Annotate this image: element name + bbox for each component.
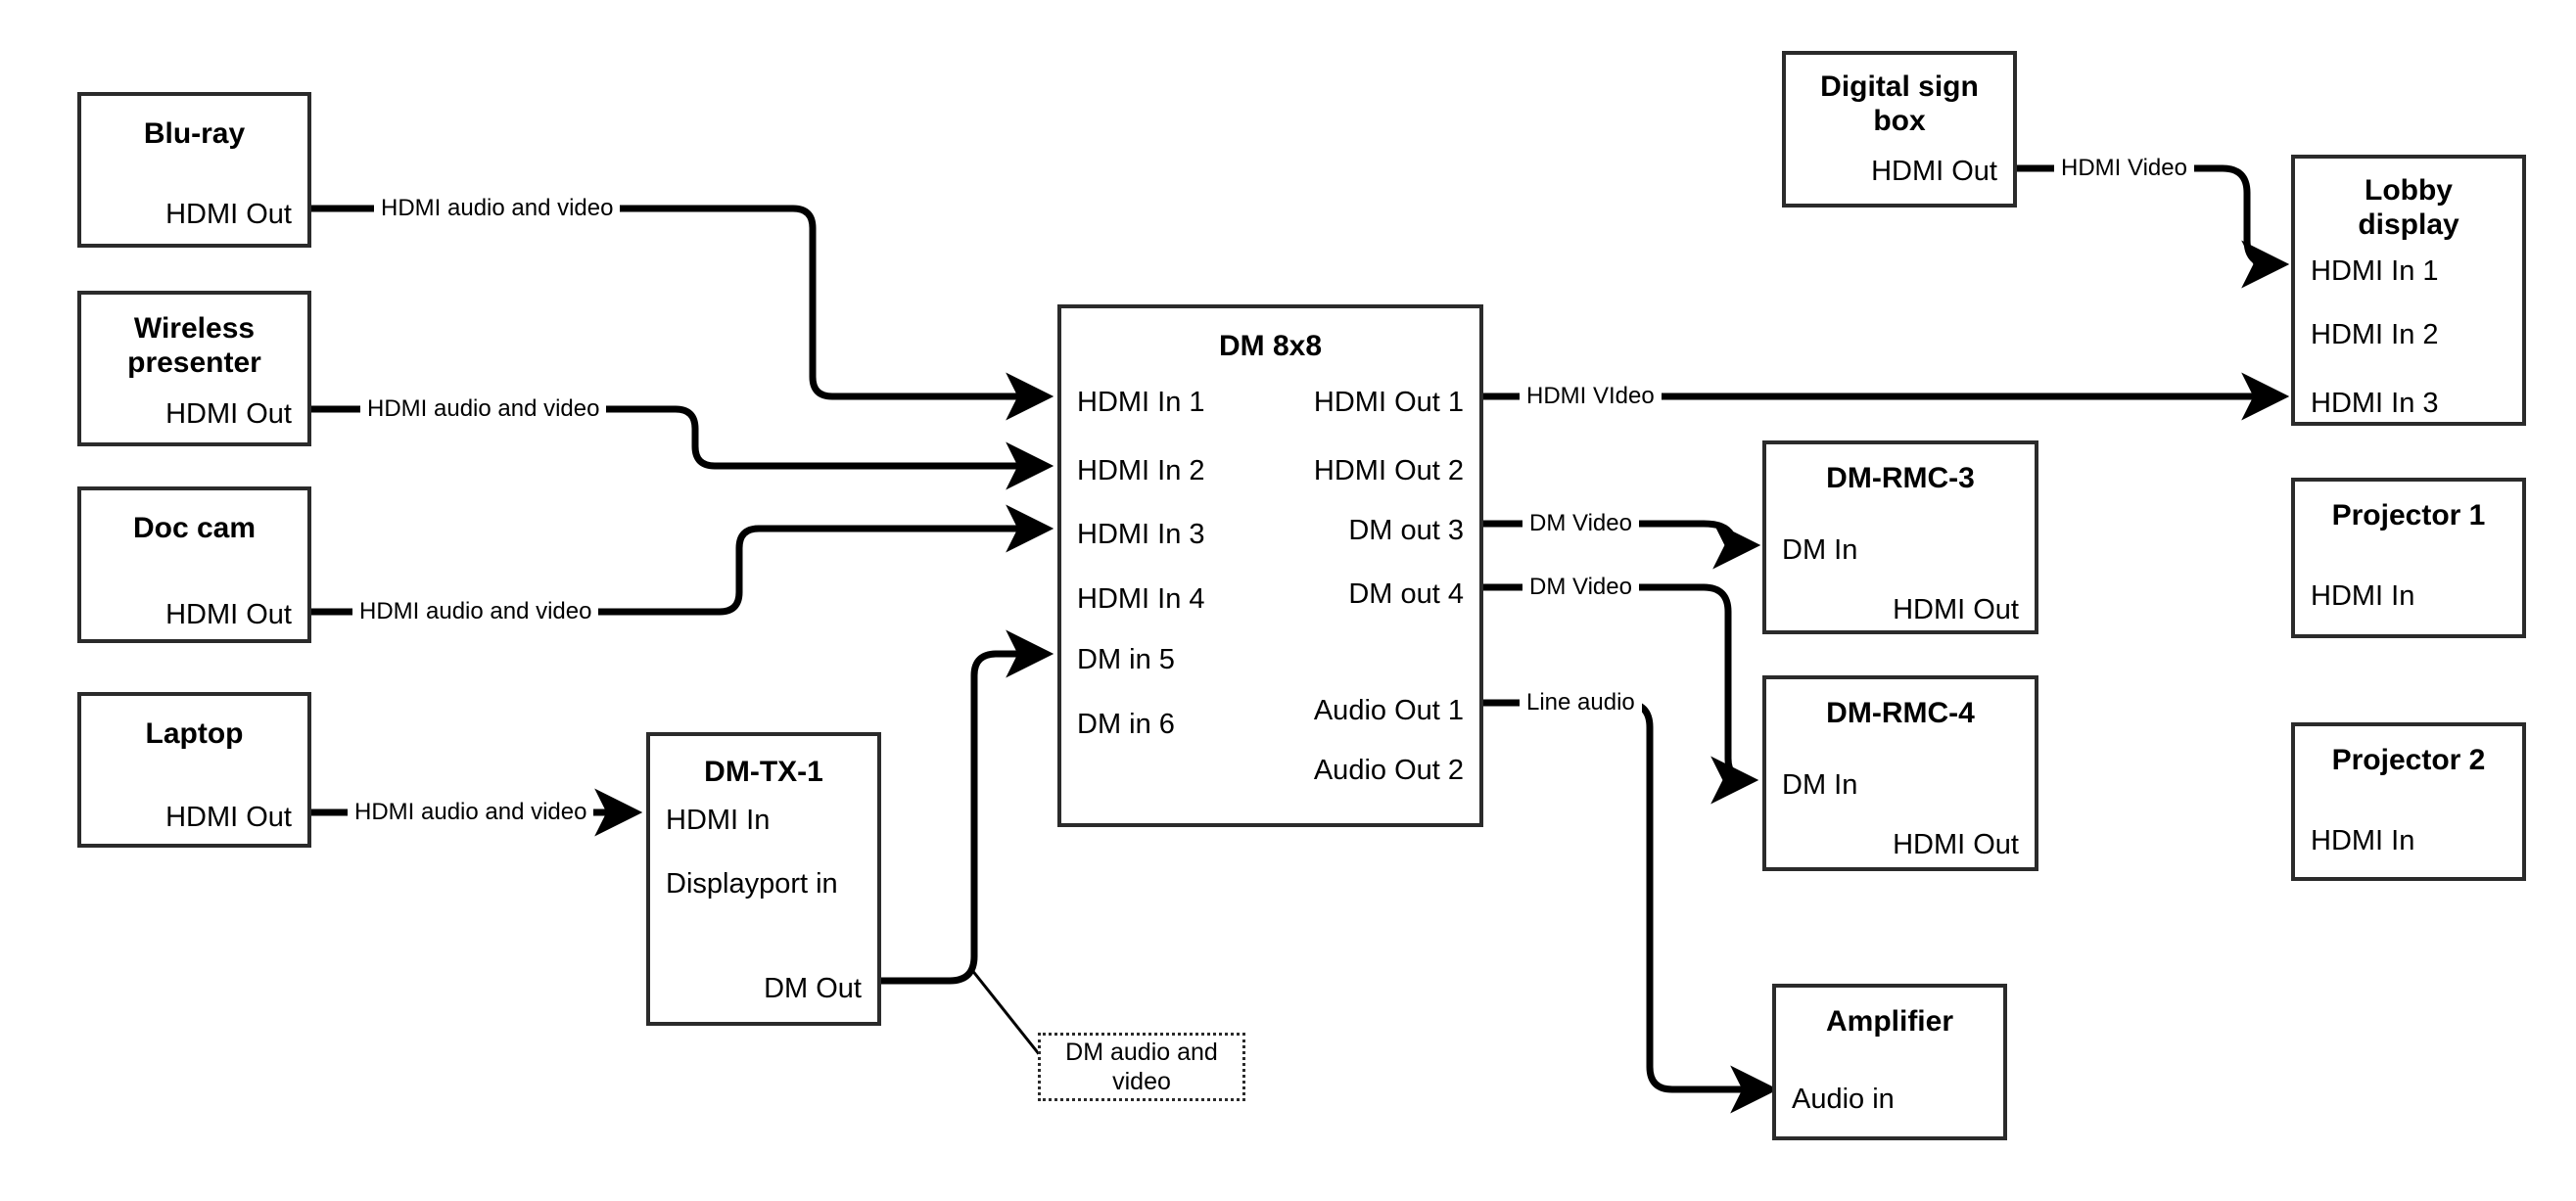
port-dm-tx-1-dm-out[interactable]: DM Out <box>764 973 862 1004</box>
callout-leader-line <box>969 968 1042 1056</box>
port-lobby-display-hdmi-in-3[interactable]: HDMI In 3 <box>2311 388 2439 419</box>
node-title-projector-2: Projector 2 <box>2331 744 2486 776</box>
port-projector-2-hdmi-in[interactable]: HDMI In <box>2311 825 2415 856</box>
node-bluray[interactable]: Blu-ray HDMI Out <box>77 92 311 248</box>
wire-label-dm8x8-to-lobby: HDMI VIdeo <box>1520 385 1662 408</box>
port-dm-rmc-3-hdmi-out[interactable]: HDMI Out <box>1893 594 2019 625</box>
node-lobby-display[interactable]: Lobby display HDMI In 1 HDMI In 2 HDMI I… <box>2291 155 2526 426</box>
wire-label-dm8x8-to-amplifier: Line audio <box>1520 691 1642 715</box>
port-dm-8x8-dm-in-6[interactable]: DM in 6 <box>1077 709 1175 740</box>
callout-dm-audio-and-video: DM audio and video <box>1038 1033 1245 1101</box>
node-title-dm-tx-1: DM-TX-1 <box>704 756 823 788</box>
node-dm-rmc-4[interactable]: DM-RMC-4 DM In HDMI Out <box>1762 675 2038 871</box>
node-title-digital-sign-box: Digital sign box <box>1820 70 1979 137</box>
port-dm-8x8-dm-in-5[interactable]: DM in 5 <box>1077 644 1175 675</box>
port-dm-rmc-3-dm-in[interactable]: DM In <box>1782 534 1858 566</box>
node-title-laptop: Laptop <box>145 717 244 750</box>
wire-label-wireless-to-dm8x8: HDMI audio and video <box>360 397 607 421</box>
port-lobby-display-hdmi-in-1[interactable]: HDMI In 1 <box>2311 255 2439 287</box>
wire-label-doccam-to-dm8x8: HDMI audio and video <box>352 600 599 624</box>
port-dm-8x8-hdmi-in-3[interactable]: HDMI In 3 <box>1077 519 1205 550</box>
port-projector-1-hdmi-in[interactable]: HDMI In <box>2311 580 2415 612</box>
wire-dmtx1-to-dm8x8 <box>881 629 1054 985</box>
port-doc-cam-hdmi-out[interactable]: HDMI Out <box>165 599 292 630</box>
node-laptop[interactable]: Laptop HDMI Out <box>77 692 311 848</box>
port-dm-tx-1-displayport-in[interactable]: Displayport in <box>666 868 838 900</box>
port-dm-8x8-hdmi-in-1[interactable]: HDMI In 1 <box>1077 387 1205 418</box>
port-dm-8x8-hdmi-in-2[interactable]: HDMI In 2 <box>1077 455 1205 486</box>
wire-label-laptop-to-dmtx1: HDMI audio and video <box>348 801 594 824</box>
node-title-amplifier: Amplifier <box>1825 1005 1954 1038</box>
port-amplifier-audio-in[interactable]: Audio in <box>1792 1084 1895 1115</box>
port-dm-8x8-dm-out-3[interactable]: DM out 3 <box>1348 515 1464 546</box>
wire-label-dm8x8-to-rmc3: DM Video <box>1522 512 1639 535</box>
callout-text: DM audio and video <box>1065 1039 1218 1095</box>
node-title-dm-rmc-3: DM-RMC-3 <box>1826 462 1975 494</box>
port-laptop-hdmi-out[interactable]: HDMI Out <box>165 802 292 833</box>
port-dm-8x8-hdmi-in-4[interactable]: HDMI In 4 <box>1077 583 1205 615</box>
port-dm-8x8-dm-out-4[interactable]: DM out 4 <box>1348 578 1464 610</box>
node-projector-2[interactable]: Projector 2 HDMI In <box>2291 722 2526 881</box>
node-dm-tx-1[interactable]: DM-TX-1 HDMI In Displayport in DM Out <box>646 732 881 1026</box>
wire-signbox-to-lobby <box>2017 164 2290 289</box>
port-bluray-hdmi-out[interactable]: HDMI Out <box>165 199 292 230</box>
node-title-projector-1: Projector 1 <box>2331 499 2486 531</box>
wire-label-dm8x8-to-rmc4: DM Video <box>1522 576 1639 599</box>
node-doc-cam[interactable]: Doc cam HDMI Out <box>77 486 311 643</box>
port-dm-8x8-audio-out-1[interactable]: Audio Out 1 <box>1313 695 1464 726</box>
port-dm-rmc-4-hdmi-out[interactable]: HDMI Out <box>1893 829 2019 860</box>
wire-label-bluray-to-dm8x8: HDMI audio and video <box>374 197 621 220</box>
port-dm-tx-1-hdmi-in[interactable]: HDMI In <box>666 805 771 836</box>
node-title-wireless-presenter: Wireless presenter <box>127 312 261 379</box>
port-dm-8x8-hdmi-out-2[interactable]: HDMI Out 2 <box>1313 455 1464 486</box>
wire-label-signbox-to-lobby: HDMI Video <box>2054 157 2194 180</box>
node-title-dm-8x8: DM 8x8 <box>1218 330 1323 362</box>
node-digital-sign-box[interactable]: Digital sign box HDMI Out <box>1782 51 2017 208</box>
port-digital-sign-box-hdmi-out[interactable]: HDMI Out <box>1871 156 1997 187</box>
node-title-bluray: Blu-ray <box>143 117 246 150</box>
wire-dm8x8-to-amplifier <box>1483 699 1779 1114</box>
node-wireless-presenter[interactable]: Wireless presenter HDMI Out <box>77 291 311 446</box>
node-title-dm-rmc-4: DM-RMC-4 <box>1826 697 1975 729</box>
node-title-doc-cam: Doc cam <box>132 512 257 544</box>
wire-dm8x8-to-rmc4 <box>1483 583 1759 805</box>
node-projector-1[interactable]: Projector 1 HDMI In <box>2291 478 2526 638</box>
node-dm-8x8[interactable]: DM 8x8 HDMI In 1 HDMI In 2 HDMI In 3 HDM… <box>1057 304 1483 827</box>
port-dm-rmc-4-dm-in[interactable]: DM In <box>1782 769 1858 801</box>
port-lobby-display-hdmi-in-2[interactable]: HDMI In 2 <box>2311 319 2439 350</box>
port-wireless-presenter-hdmi-out[interactable]: HDMI Out <box>165 398 292 430</box>
port-dm-8x8-audio-out-2[interactable]: Audio Out 2 <box>1313 755 1464 786</box>
node-title-lobby-display: Lobby display <box>2358 174 2459 241</box>
node-amplifier[interactable]: Amplifier Audio in <box>1772 984 2007 1140</box>
wire-bluray-to-dm8x8 <box>311 205 1054 421</box>
node-dm-rmc-3[interactable]: DM-RMC-3 DM In HDMI Out <box>1762 440 2038 634</box>
port-dm-8x8-hdmi-out-1[interactable]: HDMI Out 1 <box>1313 387 1464 418</box>
